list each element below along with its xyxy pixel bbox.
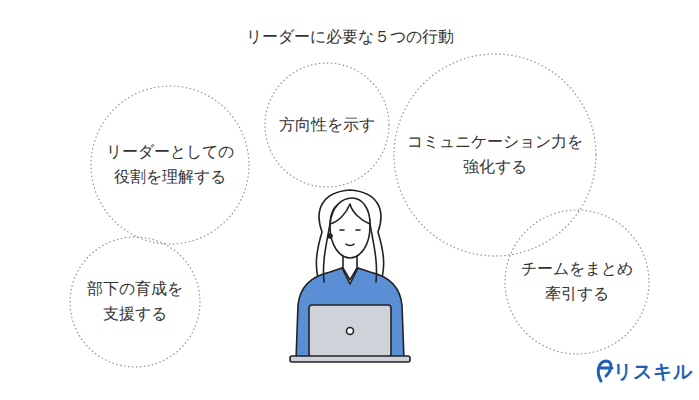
circle-outline	[392, 52, 598, 258]
node-label: コミュニケーション力を 強化する	[407, 130, 583, 180]
circle-outline	[89, 84, 251, 246]
diagram-title: リーダーに必要な５つの行動	[0, 27, 699, 48]
circle-outline	[68, 235, 202, 369]
dotted-circle-node: 方向性を示す	[263, 61, 391, 189]
node-label: チームをまとめ 牽引する	[521, 257, 633, 307]
dotted-circle-node: 部下の育成を 支援する	[68, 235, 202, 369]
node-label: リーダーとしての 役割を理解する	[106, 140, 234, 190]
logo-text: リスキル	[613, 359, 693, 385]
dotted-circle-node: チームをまとめ 牽引する	[503, 208, 651, 356]
dotted-circle-node: リーダーとしての 役割を理解する	[89, 84, 251, 246]
circle-outline	[503, 208, 651, 356]
node-label: 部下の育成を 支援する	[87, 277, 183, 327]
node-label: 方向性を示す	[279, 113, 375, 138]
dotted-circle-node: コミュニケーション力を 強化する	[392, 52, 598, 258]
logo-mark	[598, 361, 612, 381]
